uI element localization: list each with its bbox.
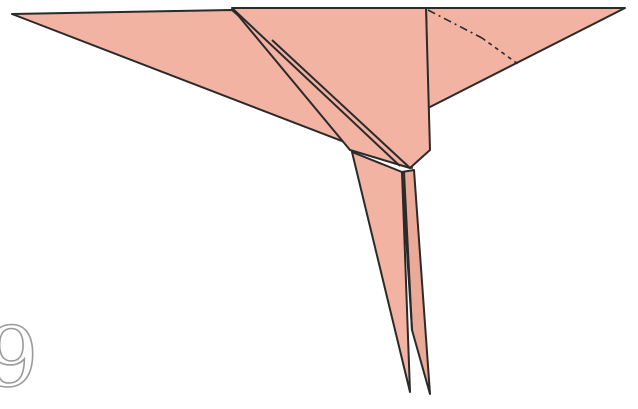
step-number: 9 [0,318,38,400]
left-leg [352,152,410,392]
right-wing [426,8,625,108]
